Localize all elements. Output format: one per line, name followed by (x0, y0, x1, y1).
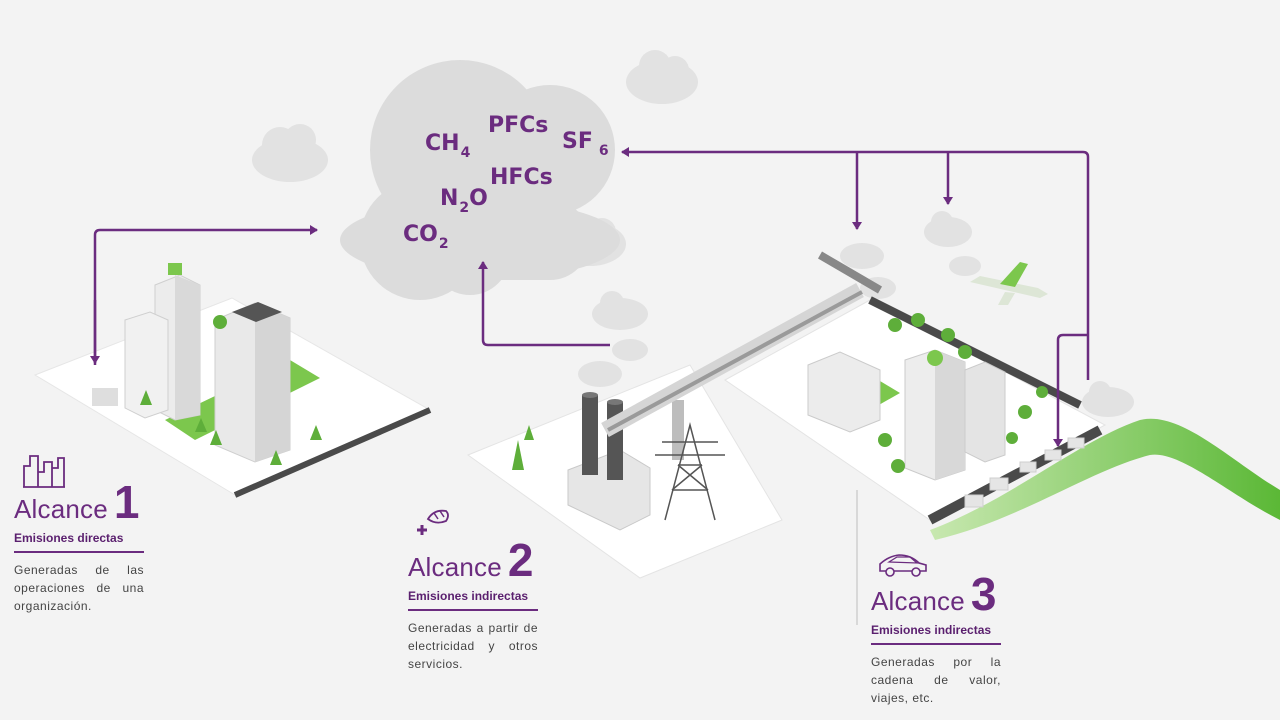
cloud-small (592, 291, 648, 330)
scope1-heading: Alcance 1 (14, 476, 144, 528)
scope2-subtitle: Emisiones indirectas (408, 589, 538, 611)
scope2-block: Alcance 2 Emisiones indirectas Generadas… (408, 534, 538, 673)
city-buildings (807, 349, 1006, 481)
transmission-tower (655, 422, 725, 521)
car-icon (879, 554, 927, 577)
gas-ch4: CH4 (425, 131, 471, 161)
gas-pfcs: PFCs (488, 113, 549, 138)
scope1-platform (33, 263, 432, 498)
scope3-subtitle: Emisiones indirectas (871, 623, 1001, 645)
cloud-small (626, 50, 698, 104)
scope1-block: Alcance 1 Emisiones directas Generadas d… (14, 476, 144, 615)
arrow-to-road (1053, 333, 1088, 447)
airplane (970, 262, 1048, 305)
plug-icon (417, 509, 449, 535)
cloud-small (840, 243, 884, 269)
arrow-scope1-to-cloud (93, 225, 318, 365)
emission-arrows (90, 147, 1090, 447)
scope3-number: 3 (970, 568, 997, 620)
scope2-number: 2 (507, 534, 534, 586)
scope3-description: Generadas por la cadena de valor, viajes… (871, 655, 1001, 705)
cloud-small (612, 339, 648, 361)
trees (878, 313, 1048, 473)
gas-hfcs: HFCs (490, 165, 553, 190)
arrow-scope2-to-cloud (478, 261, 610, 347)
scope1-word: Alcance (14, 494, 108, 524)
gas-n2o: N2O (440, 186, 488, 216)
scope3-heading: Alcance 3 (871, 568, 1001, 620)
main-cloud (340, 60, 620, 300)
cloud-small (1082, 381, 1134, 417)
cloud-small (252, 124, 328, 182)
gas-co2: CO2 (403, 222, 449, 252)
pipeline (601, 251, 883, 438)
trees (512, 425, 534, 470)
scope3-platform (724, 262, 1280, 540)
cloud-small (578, 361, 622, 387)
scope1-subtitle: Emisiones directas (14, 531, 144, 553)
arrow-scope3-to-cloud (621, 147, 1090, 380)
green-road (930, 418, 1280, 540)
cloud-small (924, 211, 972, 247)
cloud-small (949, 256, 981, 276)
scope2-description: Generadas a partir de electricidad y otr… (408, 621, 538, 671)
scope2-heading: Alcance 2 (408, 534, 538, 586)
truck (92, 388, 118, 406)
office-tower (124, 263, 291, 463)
scope1-description: Generadas de las operaciones de una orga… (14, 563, 144, 613)
scope2-word: Alcance (408, 552, 502, 582)
scope1-number: 1 (113, 476, 140, 528)
buildings-icon (23, 455, 65, 488)
trees (140, 315, 322, 465)
scope3-block: Alcance 3 Emisiones indirectas Generadas… (871, 568, 1001, 707)
cars (964, 437, 1085, 508)
scope3-word: Alcance (871, 586, 965, 616)
